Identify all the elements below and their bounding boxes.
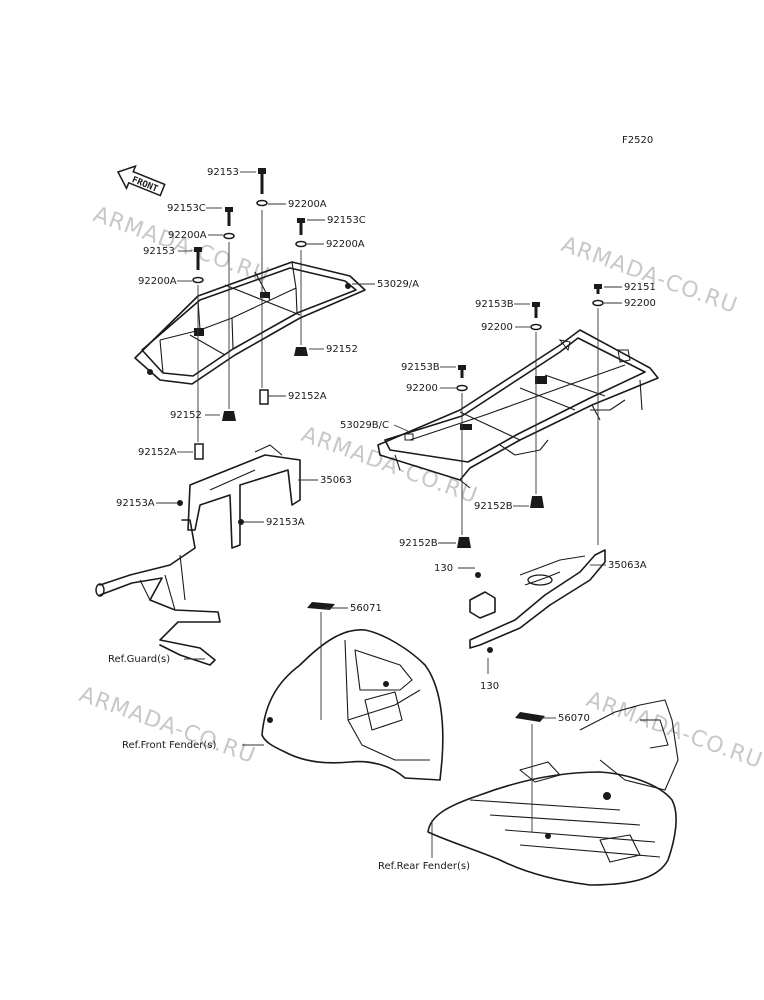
front-hardware	[192, 168, 308, 460]
rear-carrier-53029b	[377, 329, 659, 489]
watermarks: ARMADA-CO.RU ARMADA-CO.RU ARMADA-CO.RU A…	[76, 202, 764, 774]
callout-92153-top: 92153	[207, 167, 239, 178]
callout-130-bottom: 130	[480, 681, 499, 692]
callout-92200a-1: 92200A	[288, 199, 327, 210]
callout-53029a: 53029/A	[377, 279, 419, 290]
front-arrow-icon: FRONT	[116, 164, 166, 197]
callout-92152a-right: 92152A	[288, 391, 327, 402]
watermark-1: ARMADA-CO.RU	[90, 202, 273, 289]
callout-92200a-3: 92200A	[326, 239, 365, 250]
callout-ref-guard: Ref.Guard(s)	[108, 654, 170, 665]
callout-ref-front-fender: Ref.Front Fender(s)	[122, 740, 217, 751]
callout-ref-rear-fender: Ref.Rear Fender(s)	[378, 861, 470, 872]
callout-92153-left: 92153	[143, 246, 175, 257]
callout-92153c-right: 92153C	[327, 215, 366, 226]
callout-53029bc: 53029B/C	[340, 420, 389, 431]
figure-code: F2520	[622, 135, 653, 146]
callout-92200-mid: 92200	[481, 322, 513, 333]
callout-92153b-left: 92153B	[401, 362, 440, 373]
callout-92152-right: 92152	[326, 344, 358, 355]
callout-92200a-2: 92200A	[168, 230, 207, 241]
callout-92153a-right: 92153A	[266, 517, 305, 528]
callout-92151: 92151	[624, 282, 656, 293]
callout-92152-left: 92152	[170, 410, 202, 421]
callout-56071: 56071	[350, 603, 382, 614]
rear-hardware	[456, 284, 604, 548]
callout-35063: 35063	[320, 475, 352, 486]
ref-rear-fender	[427, 699, 679, 886]
callout-92200-left: 92200	[406, 383, 438, 394]
callout-92200a-4: 92200A	[138, 276, 177, 287]
ref-front-fender	[261, 602, 444, 781]
watermark-4: ARMADA-CO.RU	[76, 682, 259, 769]
callout-92200-right: 92200	[624, 298, 656, 309]
ref-guard	[95, 519, 221, 666]
callout-labels: 92153 92200A 92153C 92200A 92153C 92200A…	[108, 167, 656, 872]
leader-lines	[156, 171, 622, 858]
bracket-35063	[177, 444, 301, 549]
callout-35063a: 35063A	[608, 560, 647, 571]
callout-92152a-left: 92152A	[138, 447, 177, 458]
callout-92153c-left: 92153C	[167, 203, 206, 214]
callout-130-top: 130	[434, 563, 453, 574]
callout-92153a-left: 92153A	[116, 498, 155, 509]
bracket-35063a	[469, 549, 606, 653]
watermark-3: ARMADA-CO.RU	[298, 422, 481, 509]
callout-92152b-right: 92152B	[474, 501, 513, 512]
callout-92152b-left: 92152B	[399, 538, 438, 549]
callout-56070: 56070	[558, 713, 590, 724]
callout-92153b-top: 92153B	[475, 299, 514, 310]
front-carrier-53029	[134, 261, 366, 385]
